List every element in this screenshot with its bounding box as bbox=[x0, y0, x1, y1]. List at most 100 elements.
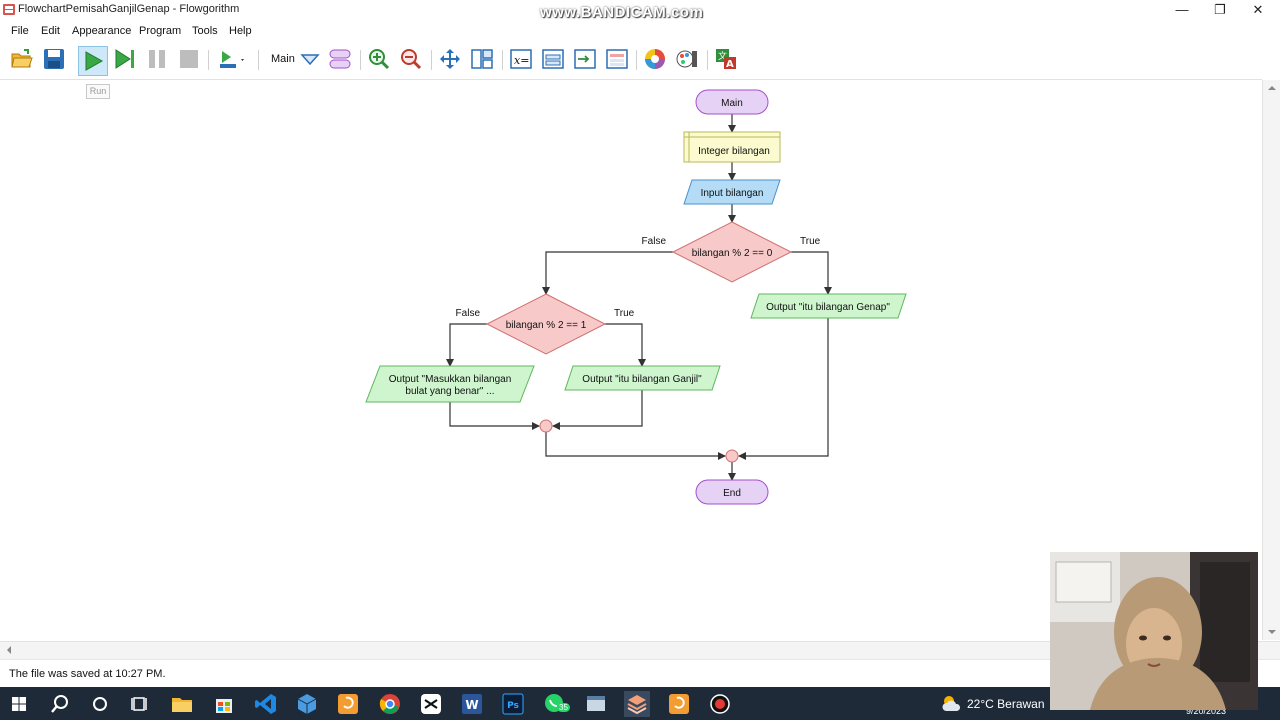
taskbar-flowgorithm[interactable] bbox=[624, 691, 650, 717]
taskbar-3d-app[interactable] bbox=[294, 691, 320, 717]
canvas-border bbox=[0, 79, 1262, 80]
current-function-label: Main bbox=[271, 53, 295, 65]
decision-genap[interactable] bbox=[671, 221, 793, 283]
color-scheme-button[interactable] bbox=[643, 47, 667, 71]
fit-to-window-button[interactable] bbox=[438, 47, 462, 71]
taskbar-bandicam[interactable] bbox=[707, 691, 733, 717]
layout-button[interactable] bbox=[470, 47, 494, 71]
windows-logo-icon bbox=[12, 697, 26, 711]
output-salah-label-line1: Output "Masukkan bilangan bbox=[389, 374, 512, 385]
taskbar-orange-app-2[interactable] bbox=[666, 691, 692, 717]
vscode-icon bbox=[255, 694, 276, 714]
run-speed-icon bbox=[220, 51, 244, 68]
pause-icon bbox=[149, 50, 165, 68]
step-forward-icon bbox=[115, 49, 134, 69]
stop-button[interactable] bbox=[177, 47, 201, 71]
webcam-overlay bbox=[1050, 552, 1258, 710]
word-icon: W bbox=[462, 694, 482, 714]
zoom-in-icon bbox=[369, 49, 390, 70]
taskbar-chrome[interactable] bbox=[377, 691, 403, 717]
output-genap-label: Output "itu bilangan Genap" bbox=[766, 302, 890, 313]
chart-window-button[interactable] bbox=[605, 47, 629, 71]
output-salah-shape[interactable] bbox=[365, 365, 535, 403]
search-icon bbox=[51, 695, 68, 713]
toolbar-separator bbox=[636, 50, 637, 70]
cortana-button[interactable] bbox=[87, 691, 113, 717]
flow-arrow bbox=[605, 323, 646, 367]
source-code-button[interactable] bbox=[541, 47, 565, 71]
end-terminal[interactable] bbox=[695, 479, 769, 505]
maximize-button[interactable]: ❐ bbox=[1214, 2, 1226, 17]
vertical-scrollbar[interactable] bbox=[1262, 80, 1280, 640]
flow-arrow bbox=[545, 432, 726, 460]
task-view-icon bbox=[131, 697, 147, 711]
menu-file[interactable]: File bbox=[11, 25, 29, 37]
taskbar-orange-app[interactable] bbox=[335, 691, 361, 717]
decision-ganjil-true-label: True bbox=[614, 308, 635, 319]
cloud-sun-icon bbox=[942, 696, 961, 711]
task-view-button[interactable] bbox=[127, 691, 153, 717]
menu-appearance[interactable]: Appearance bbox=[72, 25, 132, 37]
layout-columns-icon bbox=[471, 49, 493, 69]
run-speed-button[interactable] bbox=[218, 47, 248, 71]
menu-edit[interactable]: Edit bbox=[41, 25, 60, 37]
start-terminal[interactable] bbox=[695, 89, 769, 115]
taskbar-whatsapp[interactable]: 35 bbox=[542, 691, 570, 717]
menu-help[interactable]: Help bbox=[229, 25, 252, 37]
photoshop-icon: Ps bbox=[502, 693, 524, 715]
toolbar-separator bbox=[360, 50, 361, 70]
step-button[interactable] bbox=[113, 47, 137, 71]
webcam-video-image bbox=[1050, 552, 1258, 710]
svg-text:Ps: Ps bbox=[507, 701, 519, 711]
start-button[interactable] bbox=[6, 691, 32, 717]
capcut-icon bbox=[421, 694, 441, 714]
whatsapp-badge: 35 bbox=[557, 703, 570, 712]
flowchart-canvas[interactable]: Main Integer bilangan Input bilangan bil… bbox=[0, 80, 1262, 640]
status-message: The file was saved at 10:27 PM. bbox=[9, 668, 166, 680]
play-icon bbox=[85, 51, 104, 71]
store-bag-icon bbox=[216, 699, 232, 713]
console-button[interactable] bbox=[573, 47, 597, 71]
taskbar-windows-app[interactable] bbox=[583, 691, 609, 717]
toolbar-separator bbox=[431, 50, 432, 70]
taskbar-capcut[interactable] bbox=[418, 691, 444, 717]
open-folder-button[interactable] bbox=[10, 47, 34, 71]
save-button[interactable] bbox=[42, 47, 66, 71]
cube-icon bbox=[297, 694, 317, 714]
taskbar-vscode[interactable] bbox=[253, 691, 279, 717]
decision-genap-false-label: False bbox=[642, 236, 667, 247]
variable-watch-button[interactable]: x= bbox=[509, 47, 533, 71]
record-icon bbox=[710, 694, 730, 714]
decision-ganjil[interactable] bbox=[485, 293, 607, 355]
pause-button[interactable] bbox=[145, 47, 169, 71]
output-genap-shape[interactable] bbox=[750, 293, 907, 319]
scroll-down-icon bbox=[1268, 630, 1276, 634]
close-button[interactable]: ✕ bbox=[1252, 2, 1264, 17]
zoom-in-button[interactable] bbox=[367, 47, 391, 71]
taskbar-word[interactable]: W bbox=[459, 691, 485, 717]
output-ganjil-shape[interactable] bbox=[564, 365, 721, 391]
toolbar-separator bbox=[502, 50, 503, 70]
appearance-settings-button[interactable] bbox=[675, 47, 699, 71]
function-dropdown-button[interactable] bbox=[298, 47, 322, 71]
input-label: Input bilangan bbox=[701, 188, 764, 199]
code-window-icon bbox=[542, 49, 564, 69]
menu-program[interactable]: Program bbox=[139, 25, 182, 37]
input-shape[interactable] bbox=[683, 179, 781, 205]
taskbar-photoshop[interactable]: Ps bbox=[500, 691, 526, 717]
taskbar-file-explorer[interactable] bbox=[169, 691, 195, 717]
menu-tools[interactable]: Tools bbox=[192, 25, 218, 37]
zoom-out-button[interactable] bbox=[399, 47, 423, 71]
merge-connector bbox=[725, 449, 739, 463]
run-button[interactable] bbox=[78, 46, 108, 76]
search-button[interactable] bbox=[47, 691, 73, 717]
taskbar-store[interactable] bbox=[211, 691, 237, 717]
horizontal-scrollbar[interactable] bbox=[0, 641, 1280, 659]
weather-widget[interactable]: 22°C Berawan bbox=[940, 694, 1045, 714]
flow-arrow bbox=[552, 390, 643, 430]
minimize-button[interactable]: — bbox=[1175, 2, 1189, 17]
manage-functions-button[interactable] bbox=[328, 47, 352, 71]
toolbar-separator bbox=[208, 50, 209, 70]
triangle-down-icon bbox=[300, 54, 320, 66]
